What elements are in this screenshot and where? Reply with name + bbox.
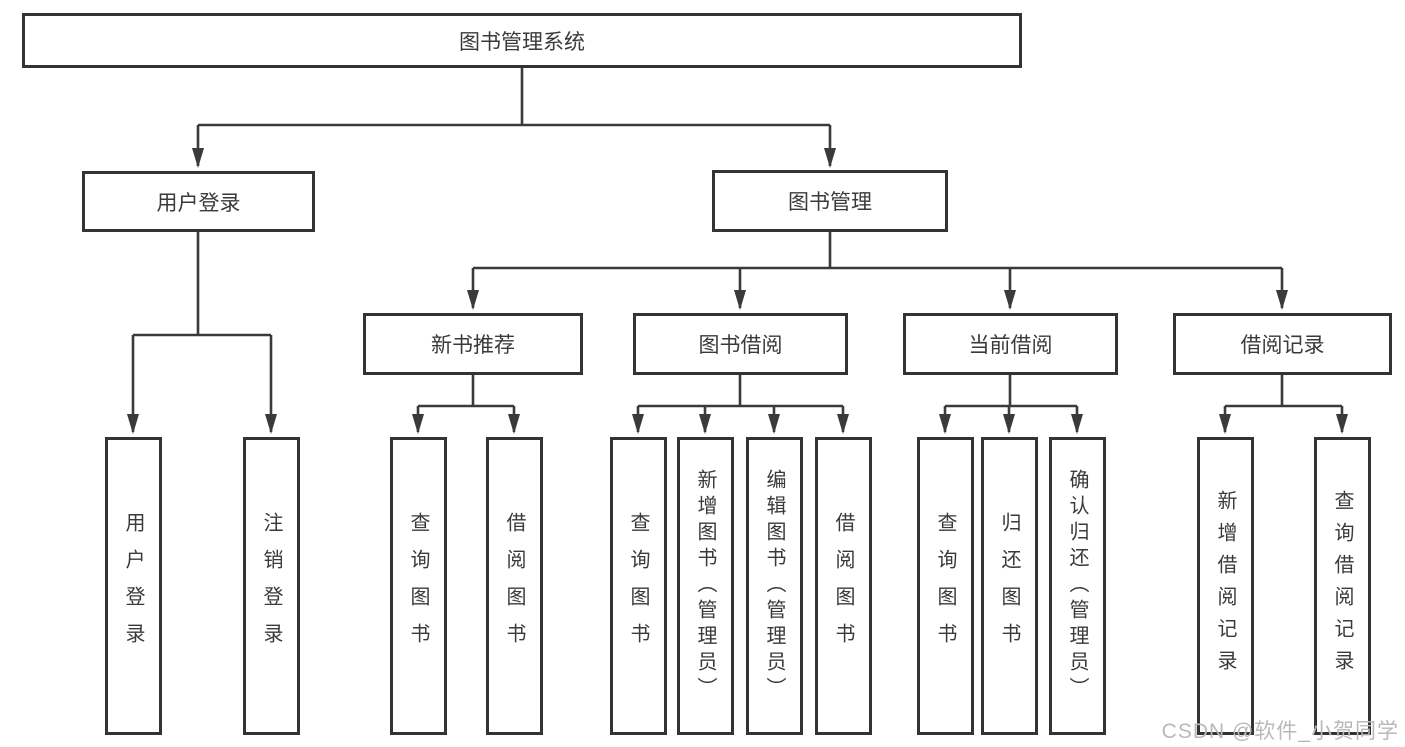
leaf-query-books-current: 查询图书 bbox=[917, 437, 974, 735]
leaf-edit-books-admin: 编辑图书（管理员） bbox=[746, 437, 803, 735]
leaf-return-books: 归还图书 bbox=[981, 437, 1038, 735]
leaf-add-books-admin: 新增图书（管理员） bbox=[677, 437, 734, 735]
leaf-query-books-borrowing: 查询图书 bbox=[610, 437, 667, 735]
leaf-logout-login: 注销登录 bbox=[243, 437, 300, 735]
csdn-watermark: CSDN @软件_小贺同学 bbox=[1161, 720, 1399, 743]
node-user-login: 用户登录 bbox=[82, 171, 315, 232]
leaf-confirm-return-admin: 确认归还（管理员） bbox=[1049, 437, 1106, 735]
node-current-borrowing: 当前借阅 bbox=[903, 313, 1118, 375]
leaf-borrow-books-borrowing: 借阅图书 bbox=[815, 437, 872, 735]
leaf-query-books-recommend: 查询图书 bbox=[390, 437, 447, 735]
node-book-management: 图书管理 bbox=[712, 170, 948, 232]
node-new-book-recommend: 新书推荐 bbox=[363, 313, 583, 375]
leaf-add-borrow-record: 新增借阅记录 bbox=[1197, 437, 1254, 735]
leaf-query-borrow-record: 查询借阅记录 bbox=[1314, 437, 1371, 735]
leaf-user-login: 用户登录 bbox=[105, 437, 162, 735]
node-book-borrowing: 图书借阅 bbox=[633, 313, 848, 375]
leaf-borrow-books-recommend: 借阅图书 bbox=[486, 437, 543, 735]
node-root-system: 图书管理系统 bbox=[22, 13, 1022, 68]
node-borrowing-records: 借阅记录 bbox=[1173, 313, 1392, 375]
